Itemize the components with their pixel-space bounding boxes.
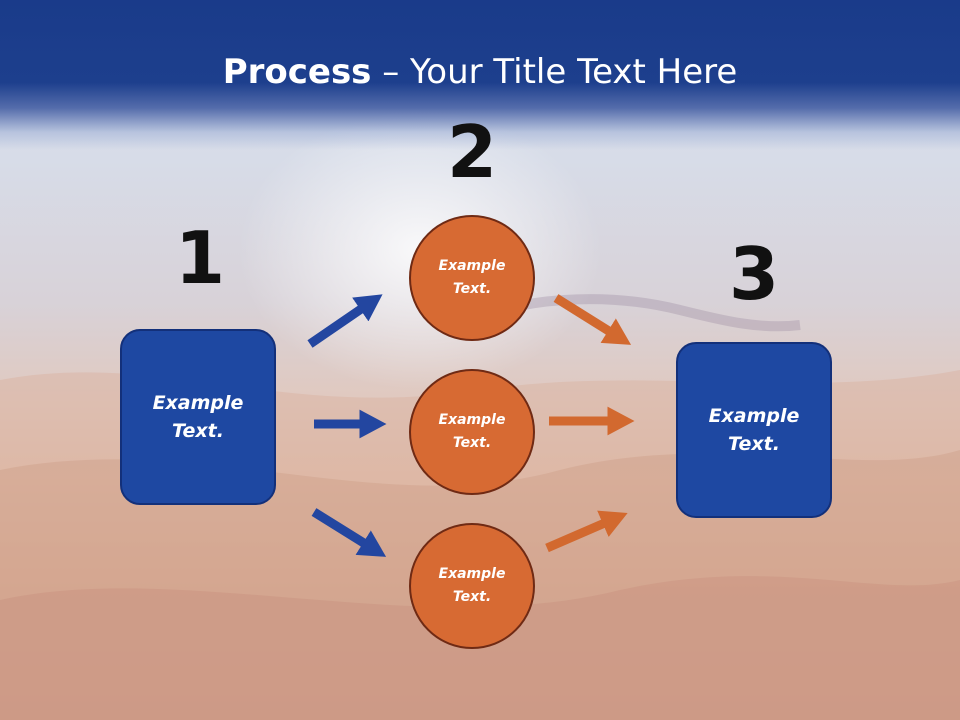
title-bar [0,0,960,150]
step-2-circle-middle: Example Text. [409,369,535,495]
title-rest: – Your Title Text Here [371,52,738,92]
arrow-blue-down [311,508,387,557]
slide-title: Process – Your Title Text Here [0,52,960,92]
step-2-circle-top: Example Text. [409,215,535,341]
step-1-text: Example Text. [152,391,244,443]
arrow-blue-up [307,294,383,348]
step-number-1: 1 [174,216,226,300]
step-2-circle-top-text: Example Text. [438,257,506,297]
step-3-box: Example Text. [676,342,832,518]
arrow-orange-down [553,294,632,345]
step-3-text: Example Text. [708,404,800,456]
step-2-circle-middle-text: Example Text. [438,411,506,451]
step-number-2: 2 [446,110,498,194]
step-2-circle-bottom: Example Text. [409,523,535,649]
step-1-box: Example Text. [120,329,276,505]
step-number-3: 3 [728,232,780,316]
title-bold: Process [222,52,372,92]
step-2-circle-bottom-text: Example Text. [438,565,506,605]
arrow-orange-up [545,510,628,553]
